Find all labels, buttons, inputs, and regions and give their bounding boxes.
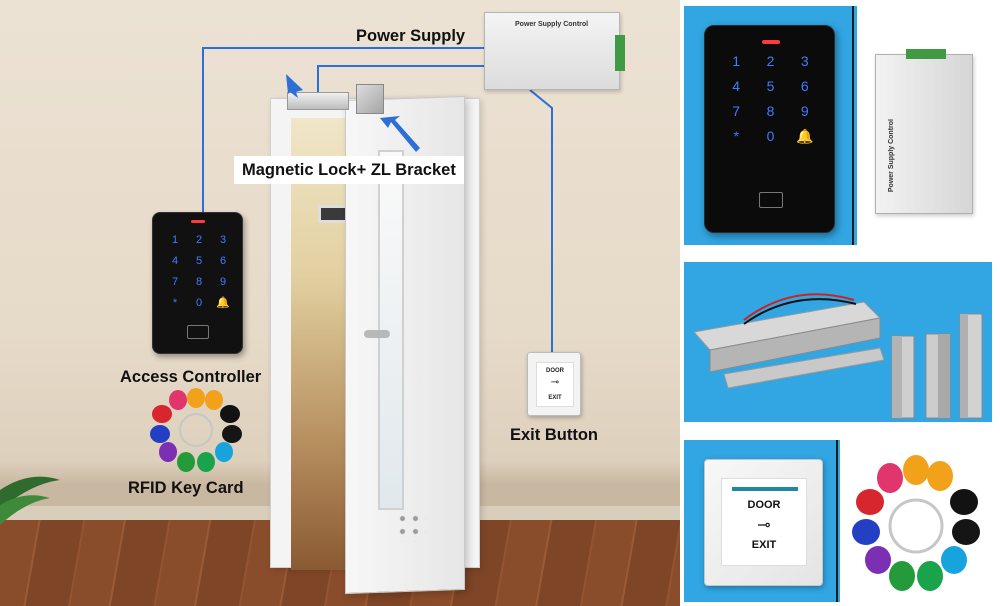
- panel-divider: [852, 6, 854, 245]
- panel-keypad-keys: 1 2 3 4 5 6 7 8 9 * 0 🔔: [719, 54, 822, 143]
- panel-exit-button: DOOR ⊸ EXIT: [704, 459, 823, 586]
- panel-rfid-tags: [852, 455, 980, 591]
- panel-tags-card: [840, 440, 992, 602]
- key-5: 5: [195, 255, 203, 267]
- panel-psu-card: Power Supply Control: [857, 6, 992, 245]
- exit-button-device: DOOR ⊸ EXIT: [527, 352, 581, 416]
- wire-keypad: [202, 47, 488, 212]
- panel-key-0: 0: [766, 128, 775, 144]
- panel-key-6: 6: [800, 78, 809, 94]
- key-star: *: [172, 297, 178, 309]
- bell-icon: 🔔: [216, 297, 230, 309]
- panel-exit-button-face: DOOR ⊸ EXIT: [721, 478, 807, 566]
- power-supply-unit: Power Supply Control: [484, 12, 625, 90]
- maglock-body: [693, 293, 885, 389]
- panel-maglock: [684, 262, 992, 422]
- panel-key-3: 3: [800, 53, 809, 69]
- plant-leaves: [0, 476, 60, 525]
- key-1: 1: [171, 234, 179, 246]
- panel-key-8: 8: [766, 103, 775, 119]
- exit-button-top-text: DOOR: [546, 368, 564, 374]
- panel-key-1: 1: [732, 53, 741, 69]
- panel-keypad-psu: 1 2 3 4 5 6 7 8 9 * 0 🔔 Power Supply Con…: [684, 6, 992, 245]
- panel-exit-top-text: DOOR: [747, 499, 781, 511]
- wire-lock: [317, 65, 488, 92]
- zl-bracket-z: [925, 333, 951, 419]
- label-access-controller: Access Controller: [120, 368, 262, 386]
- panel-exit-indicator: [732, 487, 798, 491]
- arrow-bracket-icon: [380, 116, 420, 152]
- door-handle: [364, 330, 390, 338]
- access-controller-keypad: 1 2 3 4 5 6 7 8 9 * 0 🔔: [152, 212, 243, 354]
- label-power-supply: Power Supply: [356, 27, 466, 45]
- exit-button-bottom-text: EXIT: [548, 395, 562, 401]
- label-exit-button: Exit Button: [510, 426, 598, 444]
- magnetic-lock: [287, 92, 349, 110]
- exit-button-face: DOOR ⊸ EXIT: [536, 362, 574, 407]
- wire-exit: [529, 89, 553, 352]
- panel-card-reader-icon: [759, 192, 783, 208]
- label-magnetic-lock: Magnetic Lock+ ZL Bracket: [234, 156, 464, 184]
- key-3: 3: [219, 234, 227, 246]
- key-7: 7: [171, 276, 179, 288]
- panel-exit-tags: DOOR ⊸ EXIT: [684, 440, 992, 602]
- panel-psu-title: Power Supply Control: [888, 119, 895, 193]
- panel-key-4: 4: [732, 78, 741, 94]
- panel-key-star: *: [733, 128, 739, 144]
- panel-psu: Power Supply Control: [875, 49, 973, 214]
- rfid-key-tags: [150, 388, 242, 472]
- maglock-and-brackets-illustration: [693, 293, 983, 419]
- keypad-led: [191, 220, 205, 223]
- panel-bell-icon: 🔔: [796, 128, 814, 144]
- panel-keypad: 1 2 3 4 5 6 7 8 9 * 0 🔔: [704, 25, 835, 233]
- key-0: 0: [195, 297, 203, 309]
- panel-divider-2: [836, 440, 838, 602]
- panel-key-5: 5: [766, 78, 775, 94]
- panel-key-icon: ⊸: [757, 517, 771, 534]
- zl-bracket-l: [891, 335, 915, 419]
- label-rfid-key-card: RFID Key Card: [128, 479, 244, 497]
- key-icon: ⊸: [550, 377, 560, 388]
- panel-psu-terminal: [906, 49, 946, 59]
- keypad-keys: 1 2 3 4 5 6 7 8 9 * 0 🔔: [163, 233, 235, 310]
- wiring-diagram: [202, 47, 553, 352]
- psu-terminal-block: [615, 35, 625, 71]
- panel-key-9: 9: [800, 103, 809, 119]
- arrow-lock-icon: [286, 74, 303, 98]
- zl-bracket: [356, 84, 384, 114]
- panel-exit-bottom-text: EXIT: [751, 539, 777, 551]
- key-8: 8: [195, 276, 203, 288]
- key-4: 4: [171, 255, 179, 267]
- card-reader-icon: [187, 325, 209, 339]
- door-vent-dots: [396, 512, 426, 542]
- panel-key-2: 2: [766, 53, 775, 69]
- panel-key-7: 7: [732, 103, 741, 119]
- psu-title: Power Supply Control: [515, 21, 589, 28]
- installation-scene: Power Supply Control 1 2 3 4 5 6 7 8 9 *…: [0, 0, 680, 606]
- zl-bracket-u: [959, 313, 983, 419]
- key-6: 6: [219, 255, 227, 267]
- key-9: 9: [219, 276, 227, 288]
- panel-keypad-led: [762, 40, 780, 44]
- key-2: 2: [195, 234, 203, 246]
